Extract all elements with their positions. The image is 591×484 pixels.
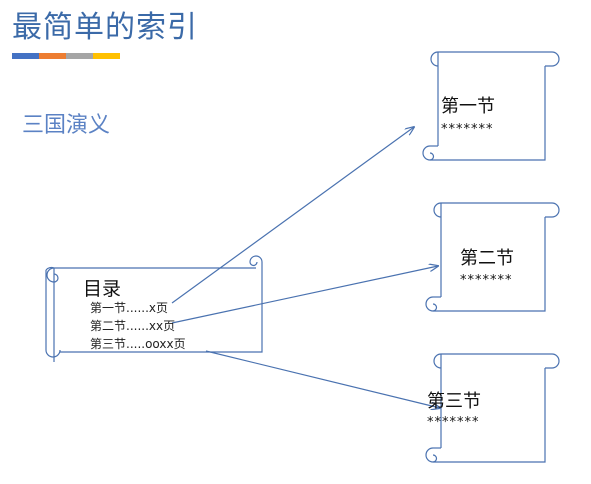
toc-heading: 目录 bbox=[83, 278, 122, 300]
arrow-to-section-2 bbox=[171, 266, 438, 324]
toc-line-2: 第二节......xx页 bbox=[90, 319, 176, 333]
slide-title: 最简单的索引 bbox=[12, 10, 198, 45]
section-1-body: ******* bbox=[441, 122, 494, 137]
arrow-to-section-1 bbox=[171, 127, 414, 304]
accent-bar-blue bbox=[12, 53, 39, 59]
section-3-title: 第三节 bbox=[427, 391, 481, 412]
toc-line-1: 第一节......x页 bbox=[90, 301, 168, 315]
toc-scroll bbox=[45, 255, 263, 362]
accent-bar-gray bbox=[66, 53, 93, 59]
arrow-to-section-3 bbox=[205, 350, 440, 408]
section-2-body: ******* bbox=[460, 273, 513, 288]
toc-line-3: 第三节.....ooxx页 bbox=[90, 337, 186, 351]
section-3-body: ******* bbox=[427, 415, 480, 430]
section-scroll-1 bbox=[422, 51, 560, 161]
accent-bar-orange bbox=[39, 53, 66, 59]
section-scroll-3 bbox=[425, 353, 560, 463]
book-title: 三国演义 bbox=[22, 113, 111, 138]
section-scroll-2 bbox=[425, 202, 560, 312]
accent-bar-yellow bbox=[93, 53, 120, 59]
section-2-title: 第二节 bbox=[460, 248, 514, 269]
section-1-title: 第一节 bbox=[441, 96, 495, 117]
accent-bars bbox=[12, 53, 120, 59]
